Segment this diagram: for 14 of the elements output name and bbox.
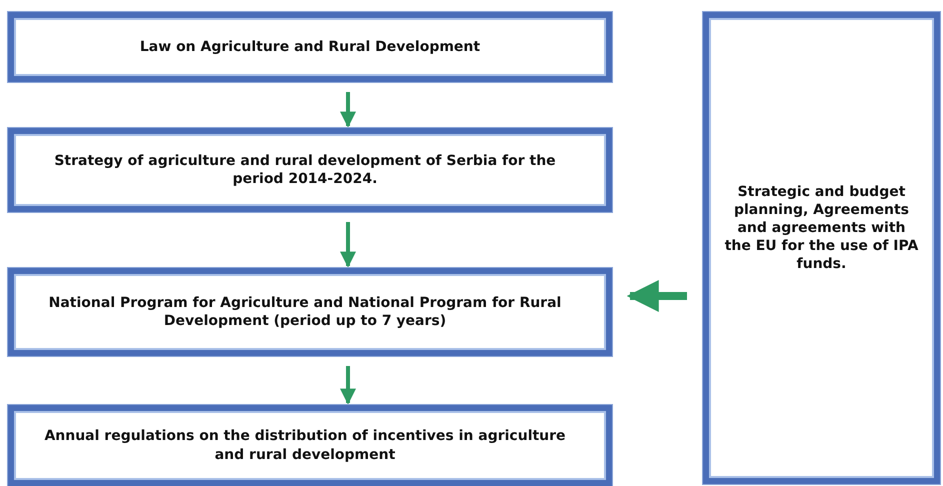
process-box [8, 128, 612, 212]
arrow [340, 366, 356, 405]
process-box [8, 12, 612, 82]
box-text: Annual regulations on the distribution of incentives in agriculture and rural development [44, 427, 566, 464]
arrow [340, 92, 356, 128]
box-text: Law on Agriculture and Rural Development [140, 38, 480, 56]
box-text: Strategy of agriculture and rural development of Serbia for the period 2014-2024. [53, 152, 557, 188]
process-box [8, 268, 612, 356]
arrow [626, 280, 687, 312]
box-text: Strategic and budget planning, Agreements and agreements with the EU for the use of IPA funds. [724, 182, 920, 274]
process-box [8, 405, 612, 486]
box-text: National Program for Agriculture and National Program for Rural Development (period up to 7 years) [48, 294, 562, 330]
process-box [703, 12, 940, 484]
arrow [340, 222, 356, 268]
